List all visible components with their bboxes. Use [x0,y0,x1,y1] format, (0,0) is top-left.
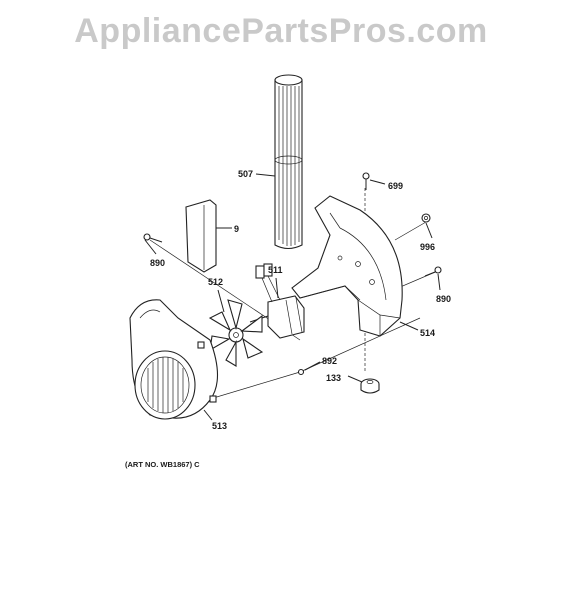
part-890-screw-left [143,233,163,243]
part-890-screw-right [424,266,442,277]
part-996-nut [421,213,431,223]
callout-996: 996 [420,242,435,252]
part-133-grommet [360,378,380,394]
callout-699: 699 [388,181,403,191]
callout-leader-lines [144,173,441,421]
part-9-bracket [185,199,217,273]
callout-890-right: 890 [436,294,451,304]
art-number: (ART NO. WB1867) C [125,460,200,469]
callout-9: 9 [234,224,239,234]
part-512-fan-blade [208,299,264,367]
watermark-logo: AppliancePartsPros.com [74,12,488,50]
callout-892: 892 [322,356,337,366]
part-511-motor [249,263,305,339]
callout-507: 507 [238,169,253,179]
callout-890-left: 890 [150,258,165,268]
part-892-screw [297,368,305,376]
callout-511: 511 [268,265,283,275]
callout-514: 514 [420,328,435,338]
part-507-blower-wheel [274,74,303,250]
part-699-screw-top [362,172,370,190]
callout-512: 512 [208,277,223,287]
part-513-blower-housing [129,299,218,420]
callout-513: 513 [212,421,227,431]
part-514-motor-mount [291,195,403,337]
callout-133: 133 [326,373,341,383]
